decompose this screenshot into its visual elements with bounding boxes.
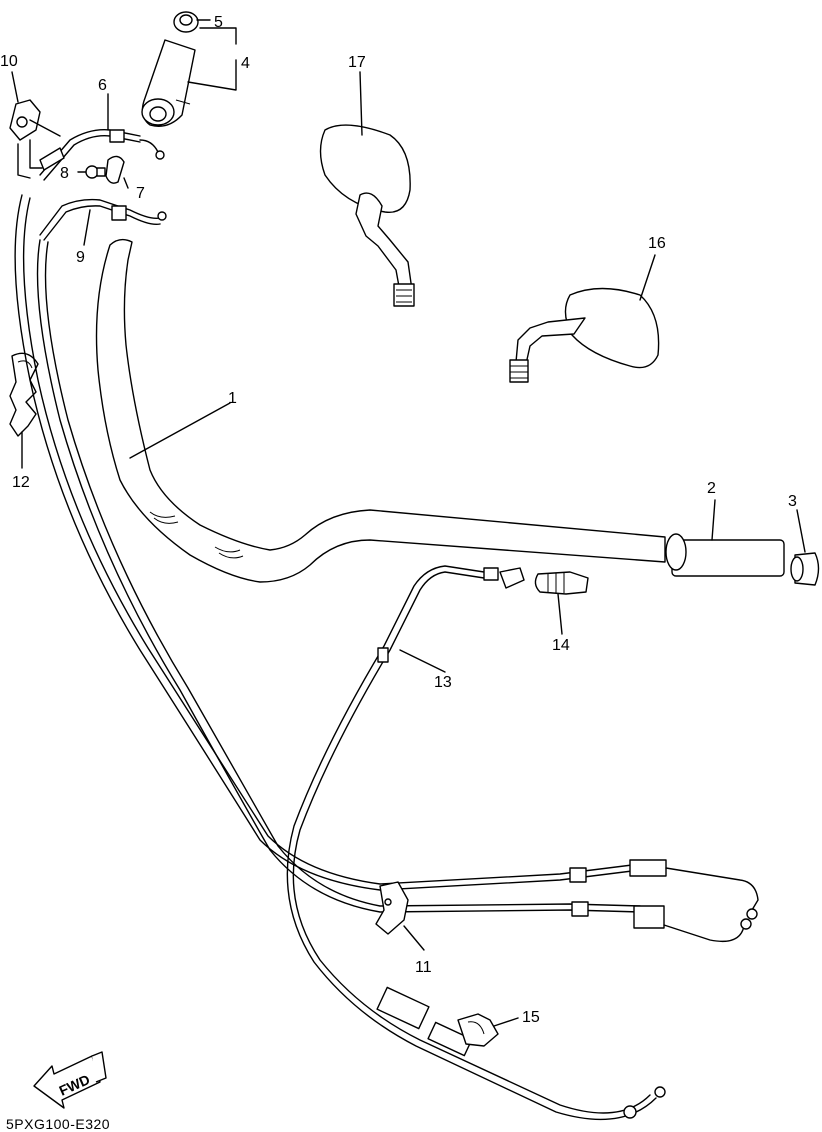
cable-adjusters	[569, 859, 759, 943]
mirror-left	[319, 124, 415, 307]
cable-guide-11	[375, 881, 409, 935]
callout-14: 14	[552, 637, 570, 654]
clutch-cable	[286, 565, 666, 1121]
cable-guide	[105, 155, 125, 184]
throttle-cable-1	[39, 129, 165, 181]
callout-7: 7	[136, 185, 145, 202]
grip	[665, 533, 785, 577]
cable-clamp-15	[457, 1013, 499, 1047]
callout-11: 11	[415, 959, 432, 976]
callout-3: 3	[788, 493, 797, 510]
fwd-arrow: FWD	[33, 1051, 107, 1109]
callout-17: 17	[348, 54, 366, 71]
screw	[85, 165, 106, 179]
document-code: 5PXG100-E320	[6, 1116, 111, 1132]
callout-16: 16	[648, 235, 666, 252]
throttle-cable-run	[14, 194, 641, 913]
clutch-switch	[534, 571, 589, 595]
callout-9: 9	[76, 249, 85, 266]
switch-holder	[9, 99, 41, 141]
callouts: 1 2 3 4 5 6 7 8 9 10 11 12 13 14 15 16 1…	[0, 14, 797, 1026]
callout-5: 5	[214, 14, 223, 31]
callout-6: 6	[98, 77, 107, 94]
callout-8: 8	[60, 165, 69, 182]
grip-collar	[173, 11, 199, 33]
callout-13: 13	[434, 674, 452, 691]
callout-2: 2	[707, 480, 716, 497]
cable-clamp-12	[9, 352, 39, 437]
callout-12: 12	[12, 474, 30, 491]
leader-lines	[11, 19, 806, 1027]
throttle-grip	[141, 39, 196, 127]
handlebar	[95, 238, 666, 583]
callout-4: 4	[241, 55, 250, 72]
callout-15: 15	[522, 1009, 540, 1026]
bar-end-weight	[790, 552, 820, 586]
mirror-right	[509, 287, 660, 383]
callout-10: 10	[0, 53, 18, 70]
throttle-cable-2	[39, 198, 167, 241]
callout-1: 1	[228, 390, 237, 407]
